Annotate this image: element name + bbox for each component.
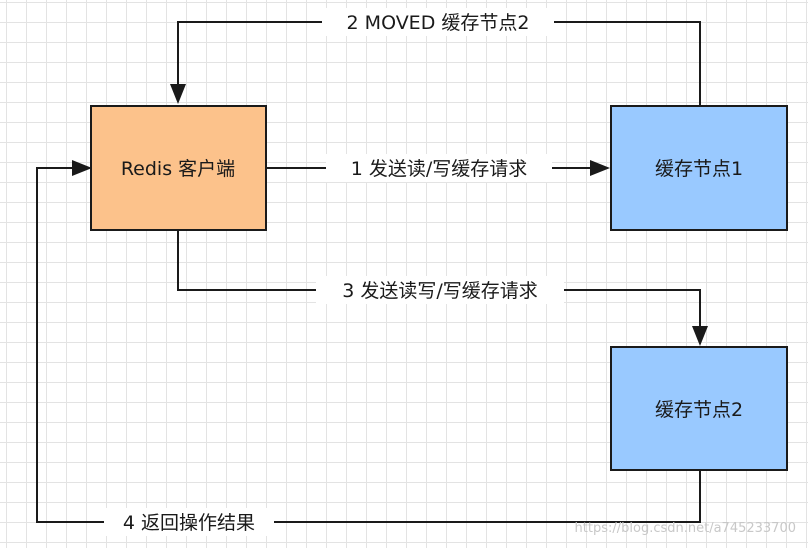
node-redis-client: Redis 客户端 [90, 105, 267, 231]
node-cache-1-box [610, 105, 788, 231]
node-cache-2-label: 缓存节点2 [655, 399, 743, 421]
edge-send-request-label-bg [326, 154, 552, 182]
edge-moved-arrowhead [170, 84, 186, 104]
node-cache-1-label: 缓存节点1 [655, 158, 743, 180]
edge-return-result-arrowhead [72, 160, 92, 176]
edge-send-request-arrowhead [590, 160, 610, 176]
edge-moved: 2 MOVED 缓存节点2 [170, 8, 701, 106]
edge-return-result-label-bg [104, 508, 274, 536]
node-redis-client-label: Redis 客户端 [121, 158, 235, 180]
node-cache-2-box [610, 346, 788, 471]
edge-moved-label: 2 MOVED 缓存节点2 [347, 12, 530, 34]
node-cache-2: 缓存节点2 [610, 346, 788, 471]
edge-return-result-label: 4 返回操作结果 [123, 512, 255, 534]
edge-return-result-line [36, 167, 701, 523]
edge-send-request: 1 发送读/写缓存请求 [266, 154, 610, 182]
edge-send-request-again: 3 发送读写/写缓存请求 [177, 230, 708, 346]
edge-send-request-again-arrowhead [692, 326, 708, 346]
node-cache-1: 缓存节点1 [610, 105, 788, 231]
edge-send-request-again-label-bg [316, 276, 564, 304]
edge-send-request-label: 1 发送读/写缓存请求 [351, 158, 528, 180]
node-redis-client-box [90, 105, 267, 231]
watermark: https://blog.csdn.net/a745233700 [574, 521, 796, 536]
edge-return-result: 4 返回操作结果 [36, 160, 701, 536]
edge-moved-label-bg [322, 8, 554, 36]
edge-send-request-again-label: 3 发送读写/写缓存请求 [342, 280, 538, 302]
